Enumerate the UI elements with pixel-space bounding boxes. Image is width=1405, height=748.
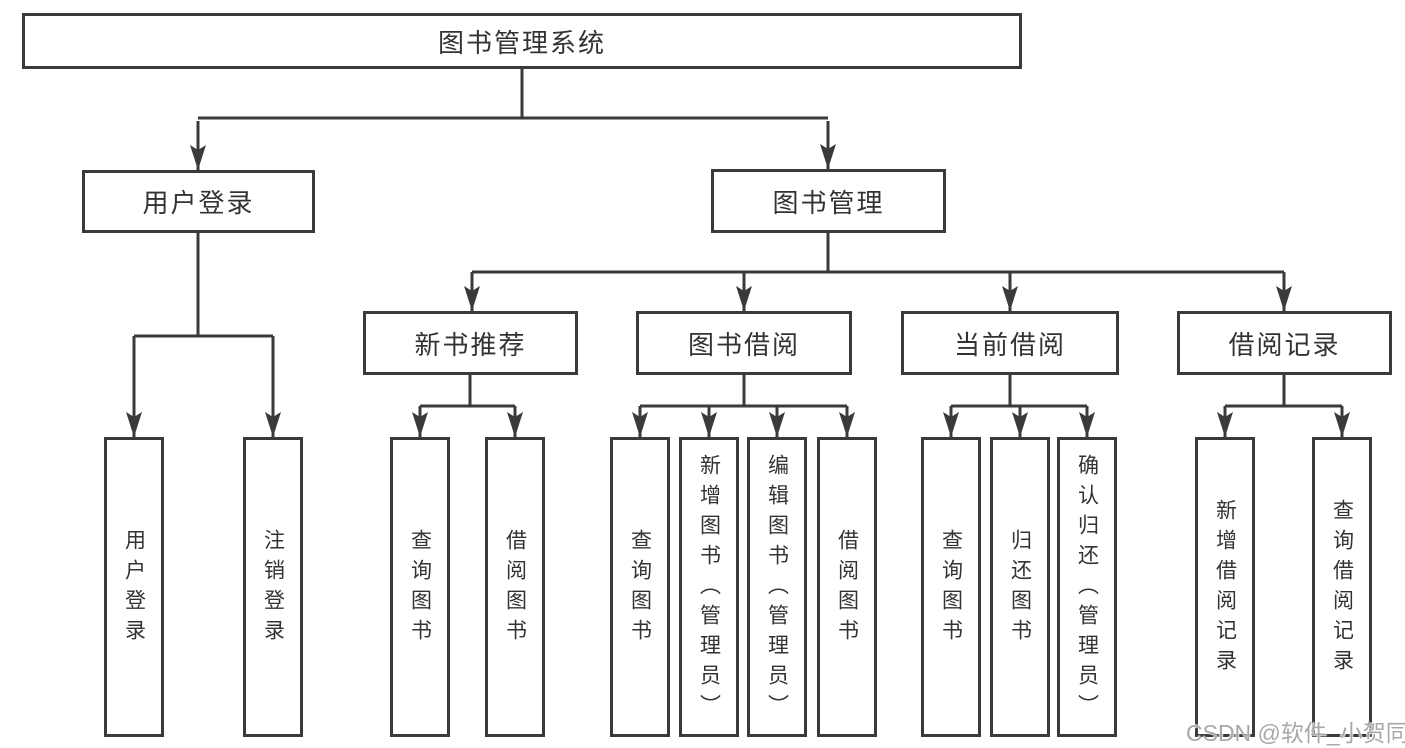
leaf-logout: 注销登录 bbox=[243, 437, 303, 737]
leaf-return-books: 归还图书 bbox=[990, 437, 1050, 737]
leaf-borrow-books-recommend: 借阅图书 bbox=[485, 437, 545, 737]
leaf-borrow-books: 借阅图书 bbox=[817, 437, 877, 737]
csdn-watermark: CSDN @软件_小贺同学 bbox=[1186, 720, 1405, 746]
leaf-query-books-borrow: 查询图书 bbox=[610, 437, 670, 737]
leaf-edit-books-admin: 编辑图书（管理员） bbox=[747, 437, 807, 737]
node-new-book-recommend: 新书推荐 bbox=[363, 311, 578, 375]
leaf-user-login: 用户登录 bbox=[104, 437, 164, 737]
leaf-query-borrow-record: 查询借阅记录 bbox=[1312, 437, 1372, 737]
leaf-query-books-recommend: 查询图书 bbox=[390, 437, 450, 737]
node-borrow-records: 借阅记录 bbox=[1177, 311, 1392, 375]
leaf-add-borrow-record: 新增借阅记录 bbox=[1195, 437, 1255, 737]
node-book-management: 图书管理 bbox=[711, 169, 946, 233]
node-current-borrow: 当前借阅 bbox=[901, 311, 1119, 375]
leaf-confirm-return-admin: 确认归还（管理员） bbox=[1057, 437, 1117, 737]
leaf-query-books-current: 查询图书 bbox=[921, 437, 981, 737]
node-user-login: 用户登录 bbox=[82, 170, 315, 233]
node-library-management-system: 图书管理系统 bbox=[22, 13, 1022, 69]
node-book-borrow: 图书借阅 bbox=[636, 311, 852, 375]
leaf-add-books-admin: 新增图书（管理员） bbox=[679, 437, 739, 737]
